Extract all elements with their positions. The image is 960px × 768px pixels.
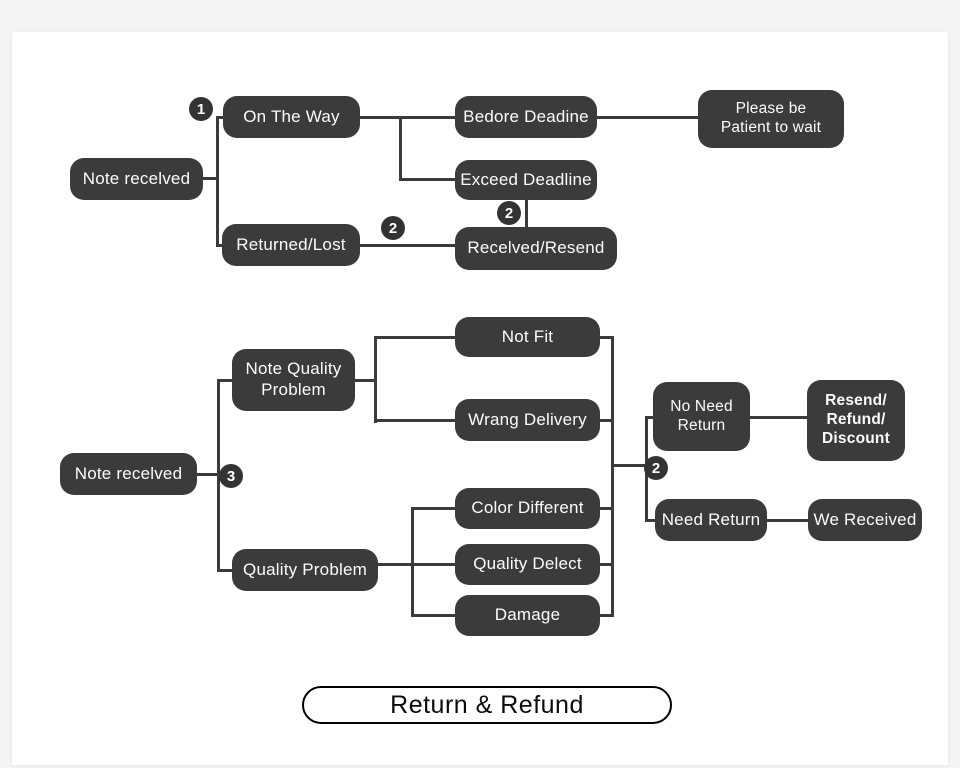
connector [358, 116, 457, 119]
node-not-fit: Not Fit [455, 317, 600, 357]
connector [645, 519, 657, 522]
connector [600, 419, 614, 422]
node-returned-lost: Returned/Lost [222, 224, 360, 266]
content-card [12, 32, 948, 765]
connector [355, 379, 377, 382]
step-badge-2-return: 2 [644, 456, 668, 480]
node-on-the-way: On The Way [223, 96, 360, 138]
node-color-different: Color Different [455, 488, 600, 529]
connector [216, 116, 219, 247]
connector [611, 336, 614, 617]
step-badge-2-returned: 2 [381, 216, 405, 240]
connector [767, 519, 808, 522]
connector [374, 336, 377, 423]
connector [217, 569, 233, 572]
connector [600, 507, 614, 510]
node-quality-delect: Quality Delect [455, 544, 600, 585]
connector [750, 416, 807, 419]
connector [611, 464, 648, 467]
connector [217, 379, 220, 572]
connector [411, 507, 455, 510]
connector [203, 177, 218, 180]
connector [217, 379, 233, 382]
diagram-title: Return & Refund [302, 686, 672, 724]
node-received-resend: Recelved/Resend [455, 227, 617, 270]
node-no-need-return: No Need Return [653, 382, 750, 451]
node-we-received: We Received [808, 499, 922, 541]
node-damage: Damage [455, 595, 600, 636]
connector [600, 336, 614, 339]
step-badge-3: 3 [219, 464, 243, 488]
node-resend-refund-discount: Resend/ Refund/ Discount [807, 380, 905, 461]
connector [411, 614, 455, 617]
connector [216, 244, 226, 247]
connector [600, 563, 614, 566]
connector [399, 116, 402, 181]
connector [216, 116, 226, 119]
step-badge-1: 1 [189, 97, 213, 121]
connector [595, 116, 700, 119]
node-bedore-deadine: Bedore Deadine [455, 96, 597, 138]
connector [374, 419, 455, 422]
node-exceed-deadline: Exceed Deadline [455, 160, 597, 200]
connector [525, 198, 528, 230]
node-quality-problem: Quality Problem [232, 549, 378, 591]
connector [378, 563, 455, 566]
node-note-received-bottom: Note recelved [60, 453, 197, 495]
node-note-quality-problem: Note Quality Problem [232, 349, 355, 411]
connector [600, 614, 614, 617]
connector [197, 473, 217, 476]
connector [374, 336, 455, 339]
node-note-received-top: Note recelved [70, 158, 203, 200]
node-wrang-delivery: Wrang Delivery [455, 399, 600, 441]
step-badge-2-exceed: 2 [497, 201, 521, 225]
connector [399, 178, 457, 181]
node-need-return: Need Return [655, 499, 767, 541]
connector [411, 507, 414, 617]
connector [645, 416, 657, 419]
node-please-be-patient: Please be Patient to wait [698, 90, 844, 148]
connector [358, 244, 457, 247]
